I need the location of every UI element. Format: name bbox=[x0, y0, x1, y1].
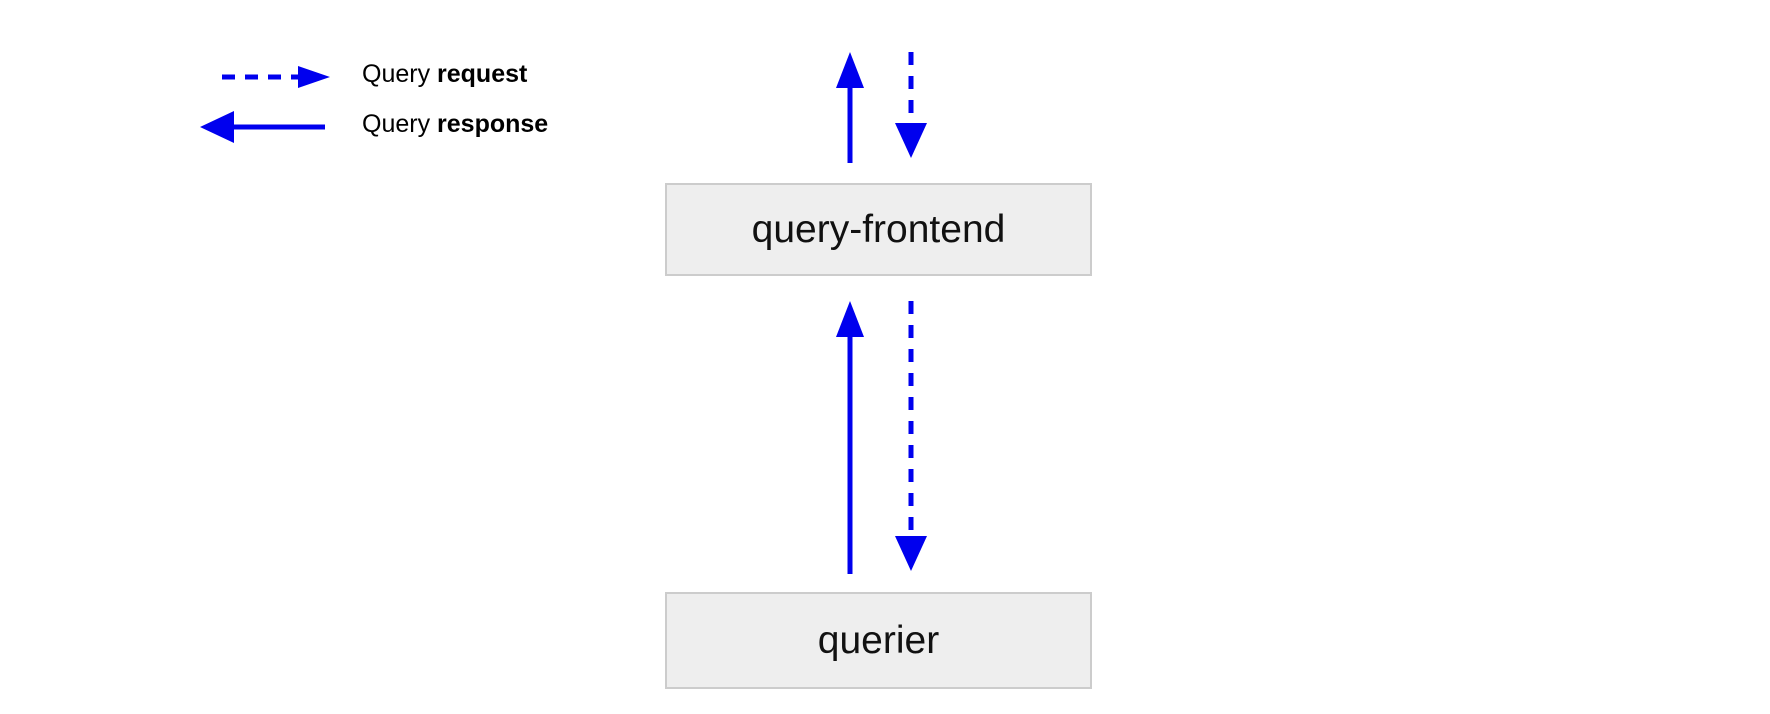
legend-emphasis-query-request: request bbox=[437, 60, 528, 88]
legend-item-query-response: Query response bbox=[200, 98, 620, 148]
legend: Query request Query response bbox=[200, 48, 620, 148]
legend-label-query-request: Query request bbox=[362, 60, 527, 88]
legend-item-query-request: Query request bbox=[200, 48, 620, 98]
legend-emphasis-query-response: response bbox=[437, 110, 549, 138]
legend-prefix-query-request: Query bbox=[362, 60, 438, 88]
edge-external-request-in bbox=[895, 52, 927, 158]
edge-external-response-out bbox=[836, 52, 864, 163]
node-label-query-frontend: query-frontend bbox=[751, 207, 1006, 251]
legend-label-query-response: Query response bbox=[362, 110, 548, 138]
edge-frontend-to-querier-request bbox=[895, 301, 927, 571]
solid-left-arrow-icon bbox=[200, 98, 330, 148]
dashed-right-arrow-icon bbox=[200, 48, 330, 98]
node-label-querier: querier bbox=[817, 618, 940, 662]
node-query-frontend[interactable]: query-frontend bbox=[665, 183, 1092, 276]
legend-prefix-query-response: Query bbox=[362, 110, 438, 138]
node-querier[interactable]: querier bbox=[665, 592, 1092, 689]
edge-querier-to-frontend-response bbox=[836, 301, 864, 574]
